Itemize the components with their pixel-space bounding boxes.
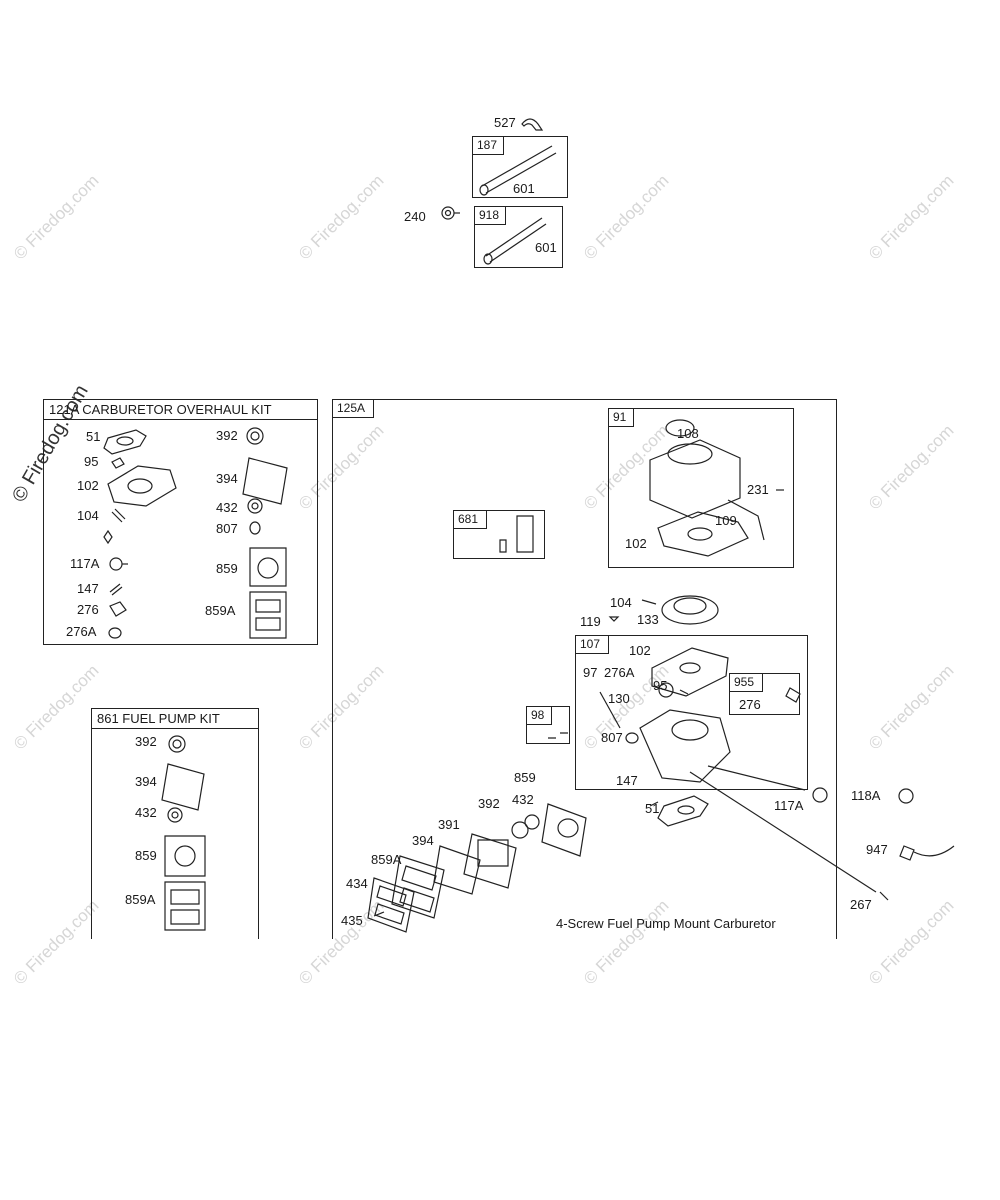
part-label: 97 bbox=[583, 665, 598, 680]
part-label: 391 bbox=[438, 817, 460, 832]
part-label: 276A bbox=[66, 624, 97, 639]
part-label: 434 bbox=[346, 876, 368, 891]
part-label: 859 bbox=[514, 770, 536, 785]
part-label: 807 bbox=[216, 521, 238, 536]
part-label: 102 bbox=[77, 478, 99, 493]
sub-box-98: 98 bbox=[526, 706, 570, 744]
callout-240: 240 bbox=[404, 209, 426, 224]
part-label: 392 bbox=[478, 796, 500, 811]
part-label: 231 bbox=[747, 482, 769, 497]
part-label: 95 bbox=[84, 454, 99, 469]
part-label: 117A bbox=[70, 556, 100, 571]
part-label: 859 bbox=[135, 848, 157, 863]
sub-box-107: 107 102 97 276A 95 130 807 147 bbox=[575, 635, 808, 790]
part-label: 119 bbox=[580, 614, 601, 629]
part-label: 394 bbox=[216, 471, 238, 486]
part-label: 267 bbox=[850, 897, 872, 912]
part-label: 102 bbox=[625, 536, 647, 551]
carburetor-box: 125A 4-Screw Fuel Pump Mount Carburetor bbox=[332, 399, 837, 939]
sub-box-955: 955 276 bbox=[729, 673, 800, 715]
part-label: 130 bbox=[608, 691, 630, 706]
part-label: 108 bbox=[677, 426, 699, 441]
tube-box-918: 918 601 bbox=[474, 206, 563, 268]
part-label: 947 bbox=[866, 842, 888, 857]
part-label: 859 bbox=[216, 561, 238, 576]
part-label: 109 bbox=[715, 513, 737, 528]
part-label: 392 bbox=[216, 428, 238, 443]
part-label: 117A bbox=[774, 798, 804, 813]
part-label: 859A bbox=[125, 892, 156, 907]
part-label: 394 bbox=[412, 833, 434, 848]
part-label: 432 bbox=[135, 805, 157, 820]
part-label: 432 bbox=[216, 500, 238, 515]
box-tag: 125A bbox=[332, 399, 374, 418]
carburetor-caption: 4-Screw Fuel Pump Mount Carburetor bbox=[556, 916, 776, 931]
part-label: 276 bbox=[77, 602, 99, 617]
part-label: 859A bbox=[371, 852, 402, 867]
part-label: 807 bbox=[601, 730, 623, 745]
tube-box-187: 187 601 bbox=[472, 136, 568, 198]
part-label: 392 bbox=[135, 734, 157, 749]
fuel-pump-kit-box: 861 FUEL PUMP KIT bbox=[91, 708, 259, 939]
overhaul-kit-box: 121A CARBURETOR OVERHAUL KIT bbox=[43, 399, 318, 645]
part-label: 133 bbox=[637, 612, 659, 627]
overhaul-kit-title: 121A CARBURETOR OVERHAUL KIT bbox=[44, 400, 317, 420]
part-label: 51 bbox=[645, 801, 660, 816]
box-tag: 681 bbox=[453, 510, 487, 529]
part-label: 104 bbox=[610, 595, 632, 610]
part-label: 432 bbox=[512, 792, 534, 807]
part-label: 601 bbox=[513, 181, 535, 196]
part-label: 147 bbox=[77, 581, 99, 596]
part-label: 394 bbox=[135, 774, 157, 789]
sub-box-681: 681 bbox=[453, 510, 545, 559]
sub-box-91: 91 108 231 109 102 bbox=[608, 408, 794, 568]
part-label: 104 bbox=[77, 508, 99, 523]
callout-527: 527 bbox=[494, 115, 516, 130]
part-label: 95 bbox=[653, 678, 668, 693]
part-label: 435 bbox=[341, 913, 363, 928]
box-tag: 918 bbox=[474, 206, 506, 225]
part-label: 147 bbox=[616, 773, 638, 788]
part-label: 859A bbox=[205, 603, 236, 618]
fuel-pump-kit-title: 861 FUEL PUMP KIT bbox=[92, 709, 258, 729]
part-label: 601 bbox=[535, 240, 557, 255]
box-tag: 955 bbox=[729, 673, 763, 692]
box-tag: 107 bbox=[575, 635, 609, 654]
box-tag: 187 bbox=[472, 136, 504, 155]
box-tag: 98 bbox=[526, 706, 552, 725]
part-label: 102 bbox=[629, 643, 651, 658]
part-label: 118A bbox=[851, 788, 881, 803]
part-label: 276A bbox=[604, 665, 635, 680]
box-tag: 91 bbox=[608, 408, 634, 427]
part-label: 51 bbox=[86, 429, 101, 444]
part-label: 276 bbox=[739, 697, 761, 712]
